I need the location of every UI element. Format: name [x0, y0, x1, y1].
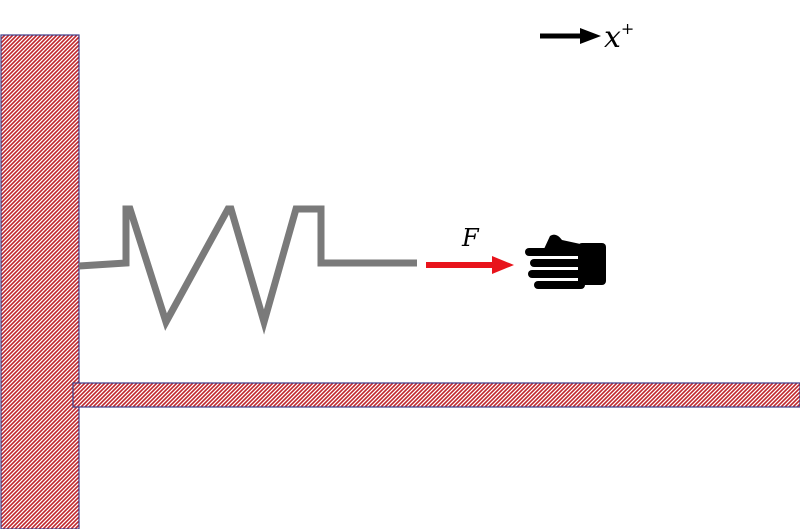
arrow-right-icon [540, 28, 601, 44]
hand-icon [525, 234, 606, 289]
force-label: F [461, 224, 480, 252]
axis-label-x: x [604, 20, 621, 55]
force-arrow [426, 256, 514, 274]
axis-label: x+ [604, 19, 634, 55]
spring [78, 205, 417, 335]
wall [0, 34, 80, 529]
floor [72, 382, 800, 408]
axis-label-sup: + [621, 19, 634, 38]
